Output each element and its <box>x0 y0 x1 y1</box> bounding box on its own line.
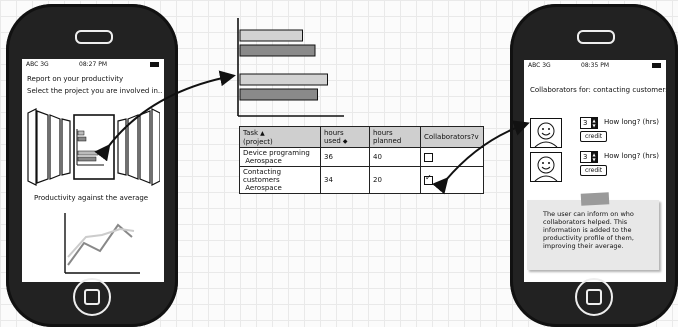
arrow-checkbox-to-collaborators <box>446 124 526 180</box>
arrow-carousel-to-chart <box>108 76 232 147</box>
